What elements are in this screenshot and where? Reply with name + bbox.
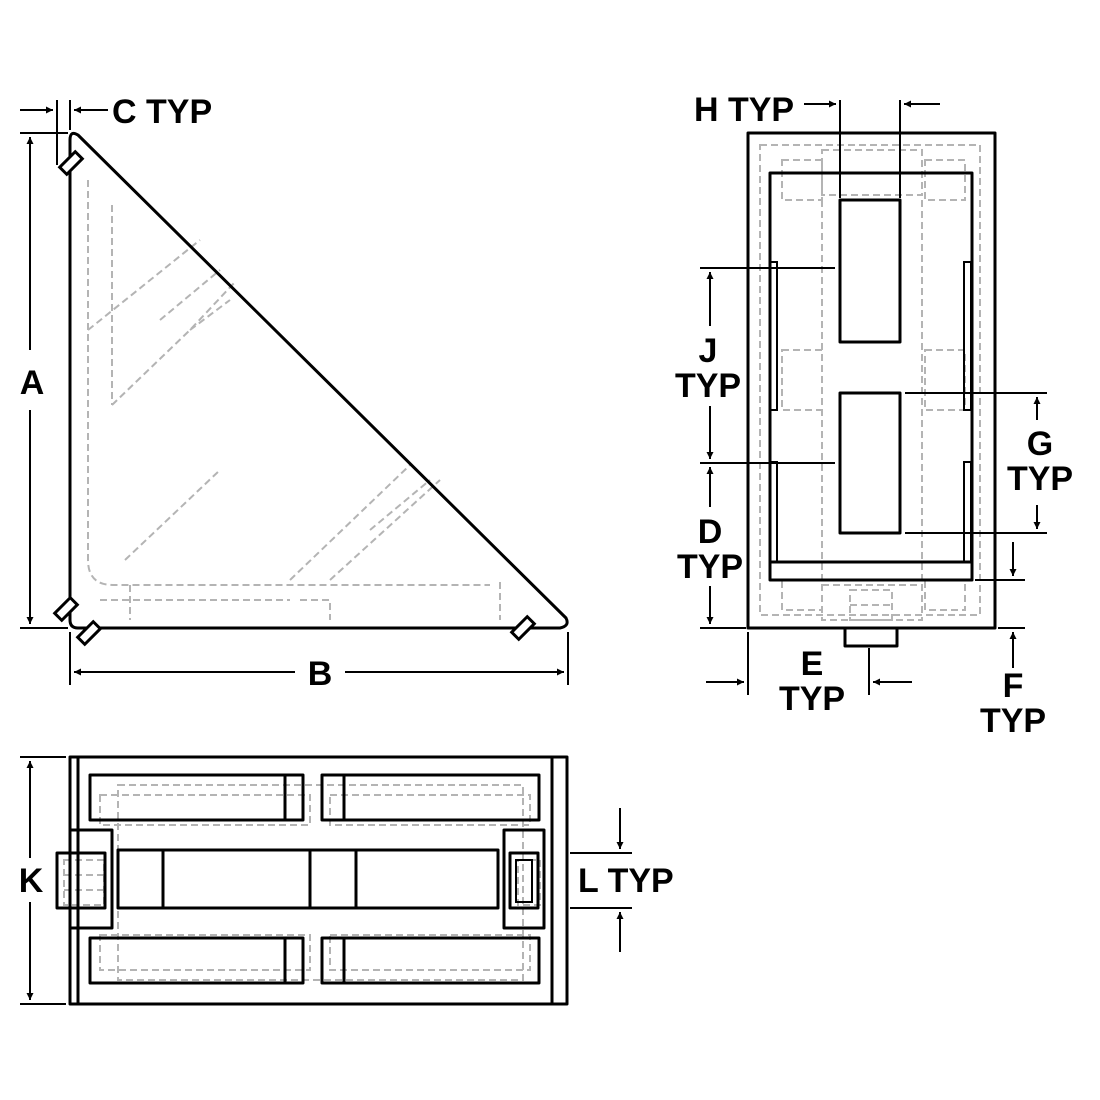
bar-top-left: [88, 773, 305, 822]
dim-g: G TYP: [905, 392, 1073, 534]
side-tab-r2: [963, 461, 972, 563]
label-d: D: [698, 513, 723, 551]
label-c: C TYP: [112, 93, 212, 131]
side-tab-r1: [963, 261, 972, 411]
side-view: [52, 131, 569, 647]
bar-top-right: [320, 773, 541, 822]
bottom-view: [55, 755, 569, 1006]
label-j-typ: TYP: [675, 367, 741, 405]
dim-a: A: [20, 132, 68, 629]
label-a: A: [20, 364, 45, 402]
dim-c: C TYP: [20, 93, 212, 165]
dim-j: J TYP: [675, 267, 835, 464]
tab-bottom-left: [52, 595, 80, 623]
slot-upper: [838, 198, 902, 344]
label-l: L TYP: [578, 862, 674, 900]
bar-bottom-left: [88, 936, 305, 985]
front-outer-frame: [746, 131, 997, 630]
bar-mid: [116, 848, 500, 910]
label-f-typ: TYP: [980, 702, 1046, 740]
tab-bottom-right: [509, 614, 537, 642]
label-f: F: [1003, 667, 1024, 705]
side-tab-l1: [769, 261, 778, 411]
dim-h: H TYP: [694, 91, 940, 198]
triangle-outline: [68, 131, 569, 630]
end-block-left: [68, 828, 114, 930]
label-e: E: [801, 645, 824, 683]
label-h: H TYP: [694, 91, 794, 129]
front-inner-channel: [768, 171, 974, 582]
dim-l: L TYP: [570, 808, 674, 952]
label-e-typ: TYP: [779, 680, 845, 718]
bottom-key: [843, 626, 899, 648]
label-b: B: [308, 655, 333, 693]
tab-bottom-left-2: [75, 619, 103, 647]
bar-bottom-right: [320, 936, 541, 985]
dim-d: D TYP: [677, 467, 746, 629]
label-d-typ: TYP: [677, 548, 743, 586]
dim-b: B: [69, 632, 569, 693]
slot-lower: [838, 391, 902, 535]
end-key-right: [508, 851, 540, 910]
end-block-right: [502, 828, 546, 930]
front-view: [746, 131, 997, 648]
end-key-left: [55, 851, 107, 910]
label-g-typ: TYP: [1007, 460, 1073, 498]
label-j: J: [699, 332, 718, 370]
side-view-hidden-lines: [87, 180, 501, 620]
dim-k: K: [19, 756, 66, 1005]
dim-f: F TYP: [975, 542, 1046, 740]
label-g: G: [1027, 425, 1053, 463]
tab-top: [57, 149, 85, 177]
label-k: K: [19, 862, 44, 900]
front-view-hidden-lines: [759, 144, 981, 621]
dim-e: E TYP: [706, 632, 912, 718]
